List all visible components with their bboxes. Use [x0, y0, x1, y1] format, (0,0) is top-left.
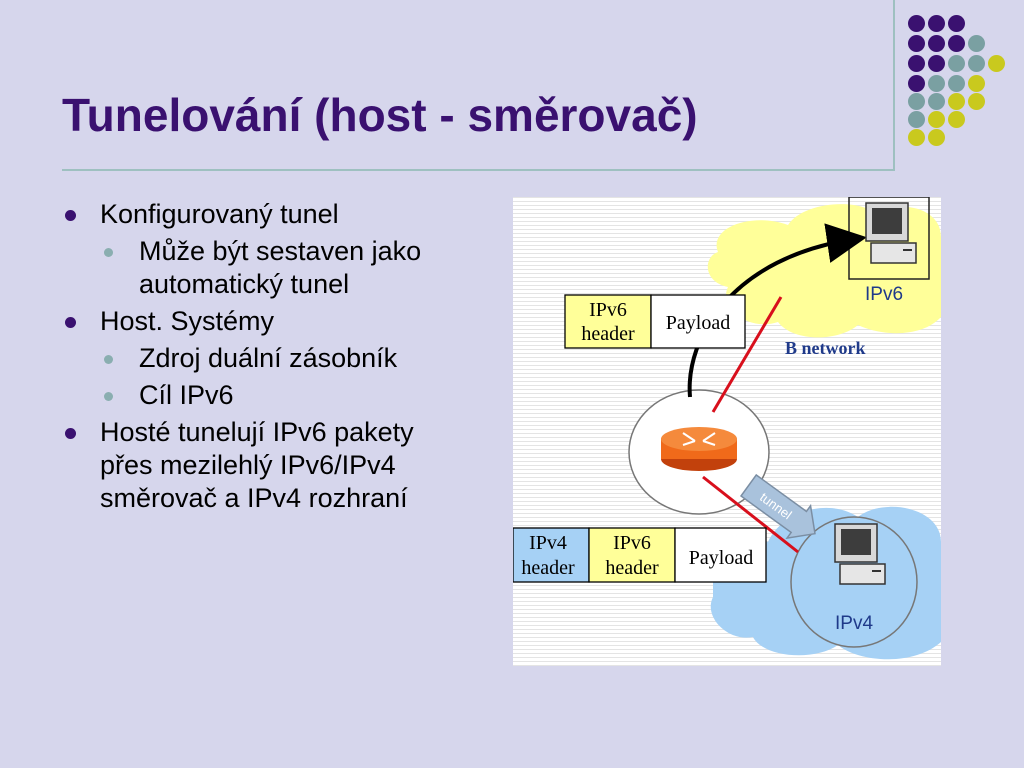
ipv6-packet: IPv6 header Payload	[564, 294, 746, 349]
ipv6-host-label: IPv6	[865, 284, 903, 305]
sub-bullet-item: Cíl IPv6	[62, 379, 462, 412]
slide-title: Tunelování (host - směrovač)	[62, 89, 698, 141]
bullet-item: Hosté tunelují IPv6 pakety přes mezilehl…	[62, 416, 462, 515]
router-icon	[661, 427, 737, 471]
ipv6-header-label: header	[605, 557, 659, 579]
ipv6-header-label: IPv6	[613, 532, 651, 554]
computer-icon	[834, 523, 886, 585]
ipv4-packet: IPv4 header IPv6 header Payload	[513, 527, 767, 583]
payload-label: Payload	[666, 312, 730, 334]
payload-label: Payload	[689, 547, 753, 569]
computer-icon	[865, 202, 917, 264]
sub-bullet-item: Může být sestaven jako automatický tunel	[62, 235, 462, 301]
bullet-item: Host. Systémy	[62, 305, 462, 338]
title-divider-vertical	[893, 0, 895, 170]
tunnel-diagram: tunnel IPv6 header Payload IPv4 header I…	[513, 197, 941, 666]
bullet-item: Konfigurovaný tunel	[62, 198, 462, 231]
bullet-list: Konfigurovaný tunel Může být sestaven ja…	[62, 198, 462, 519]
ipv4-link	[702, 475, 799, 554]
ipv4-host-label: IPv4	[835, 613, 873, 634]
ipv6-header-label: IPv6	[589, 299, 627, 321]
b-network-label: B network	[785, 338, 866, 358]
ipv4-host-zone	[790, 516, 918, 648]
ipv4-network-cloud	[710, 506, 941, 660]
sub-bullet-item: Zdroj duální zásobník	[62, 342, 462, 375]
ipv6-header-label: header	[581, 323, 635, 345]
ipv6-link	[711, 296, 783, 413]
title-divider-horizontal	[62, 169, 895, 171]
ipv4-header-label: header	[521, 557, 575, 579]
ipv4-header-label: IPv4	[529, 532, 567, 554]
